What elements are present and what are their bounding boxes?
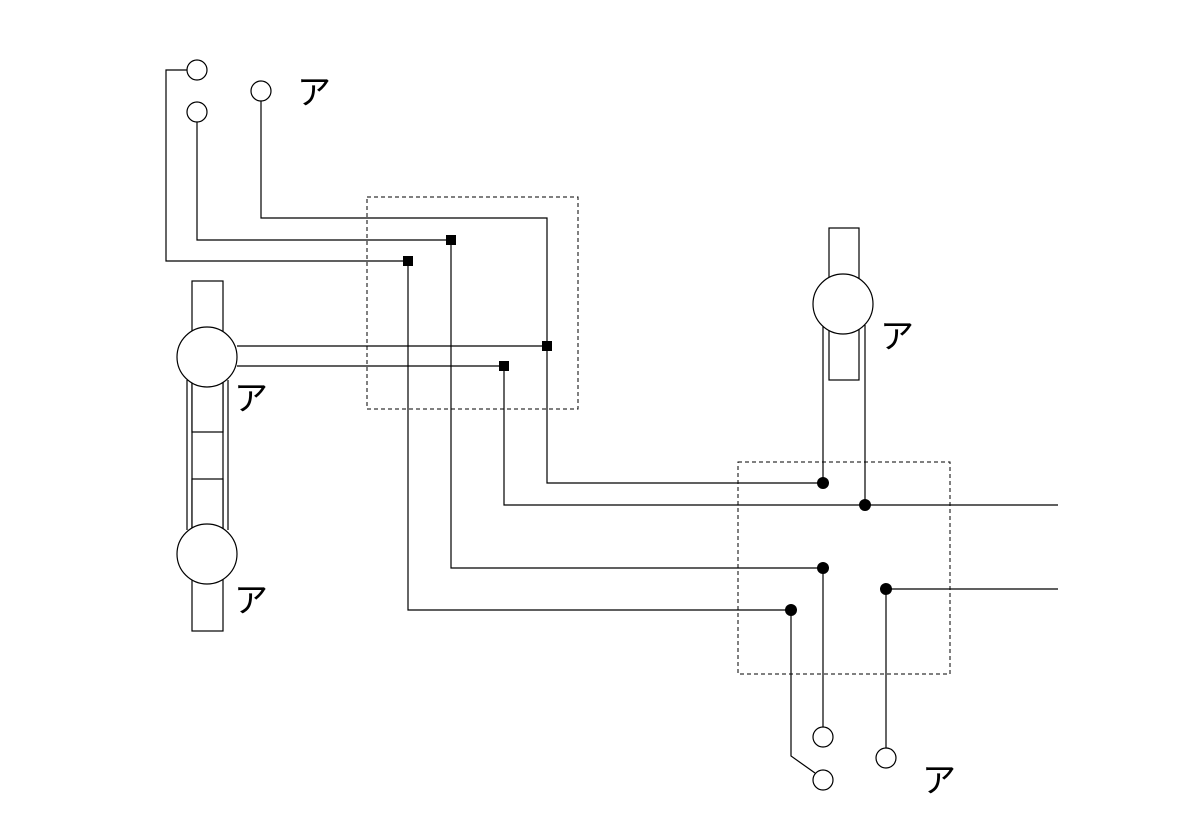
lamp-right-upper	[812, 273, 874, 335]
label-switch-bottom-right: ア	[922, 761, 956, 801]
label-lamp-left-lower: ア	[234, 581, 268, 621]
terminal-bottom-3	[875, 747, 897, 769]
junction-dot-1	[817, 477, 829, 489]
junction-square-2	[403, 256, 413, 266]
junction-square-1	[446, 235, 456, 245]
junction-dot-5	[785, 604, 797, 616]
wires	[165, 69, 1058, 774]
junction-box-left	[366, 196, 579, 410]
label-lamp-left-upper: ア	[234, 379, 268, 419]
terminal-bottom-1	[812, 726, 834, 748]
junction-square-3	[542, 341, 552, 351]
junction-dot-2	[859, 499, 871, 511]
junction-dot-3	[817, 562, 829, 574]
label-lamp-right-upper: ア	[880, 317, 914, 357]
terminal-top-left-3	[250, 80, 272, 102]
terminal-top-left-1	[186, 59, 208, 81]
lamp-left-upper	[176, 326, 238, 388]
label-switch-top-left: ア	[297, 73, 331, 113]
lamp-left-lower	[176, 523, 238, 585]
terminal-bottom-2	[812, 769, 834, 791]
terminal-top-left-2	[186, 101, 208, 123]
junction-dot-4	[880, 583, 892, 595]
junction-square-4	[499, 361, 509, 371]
